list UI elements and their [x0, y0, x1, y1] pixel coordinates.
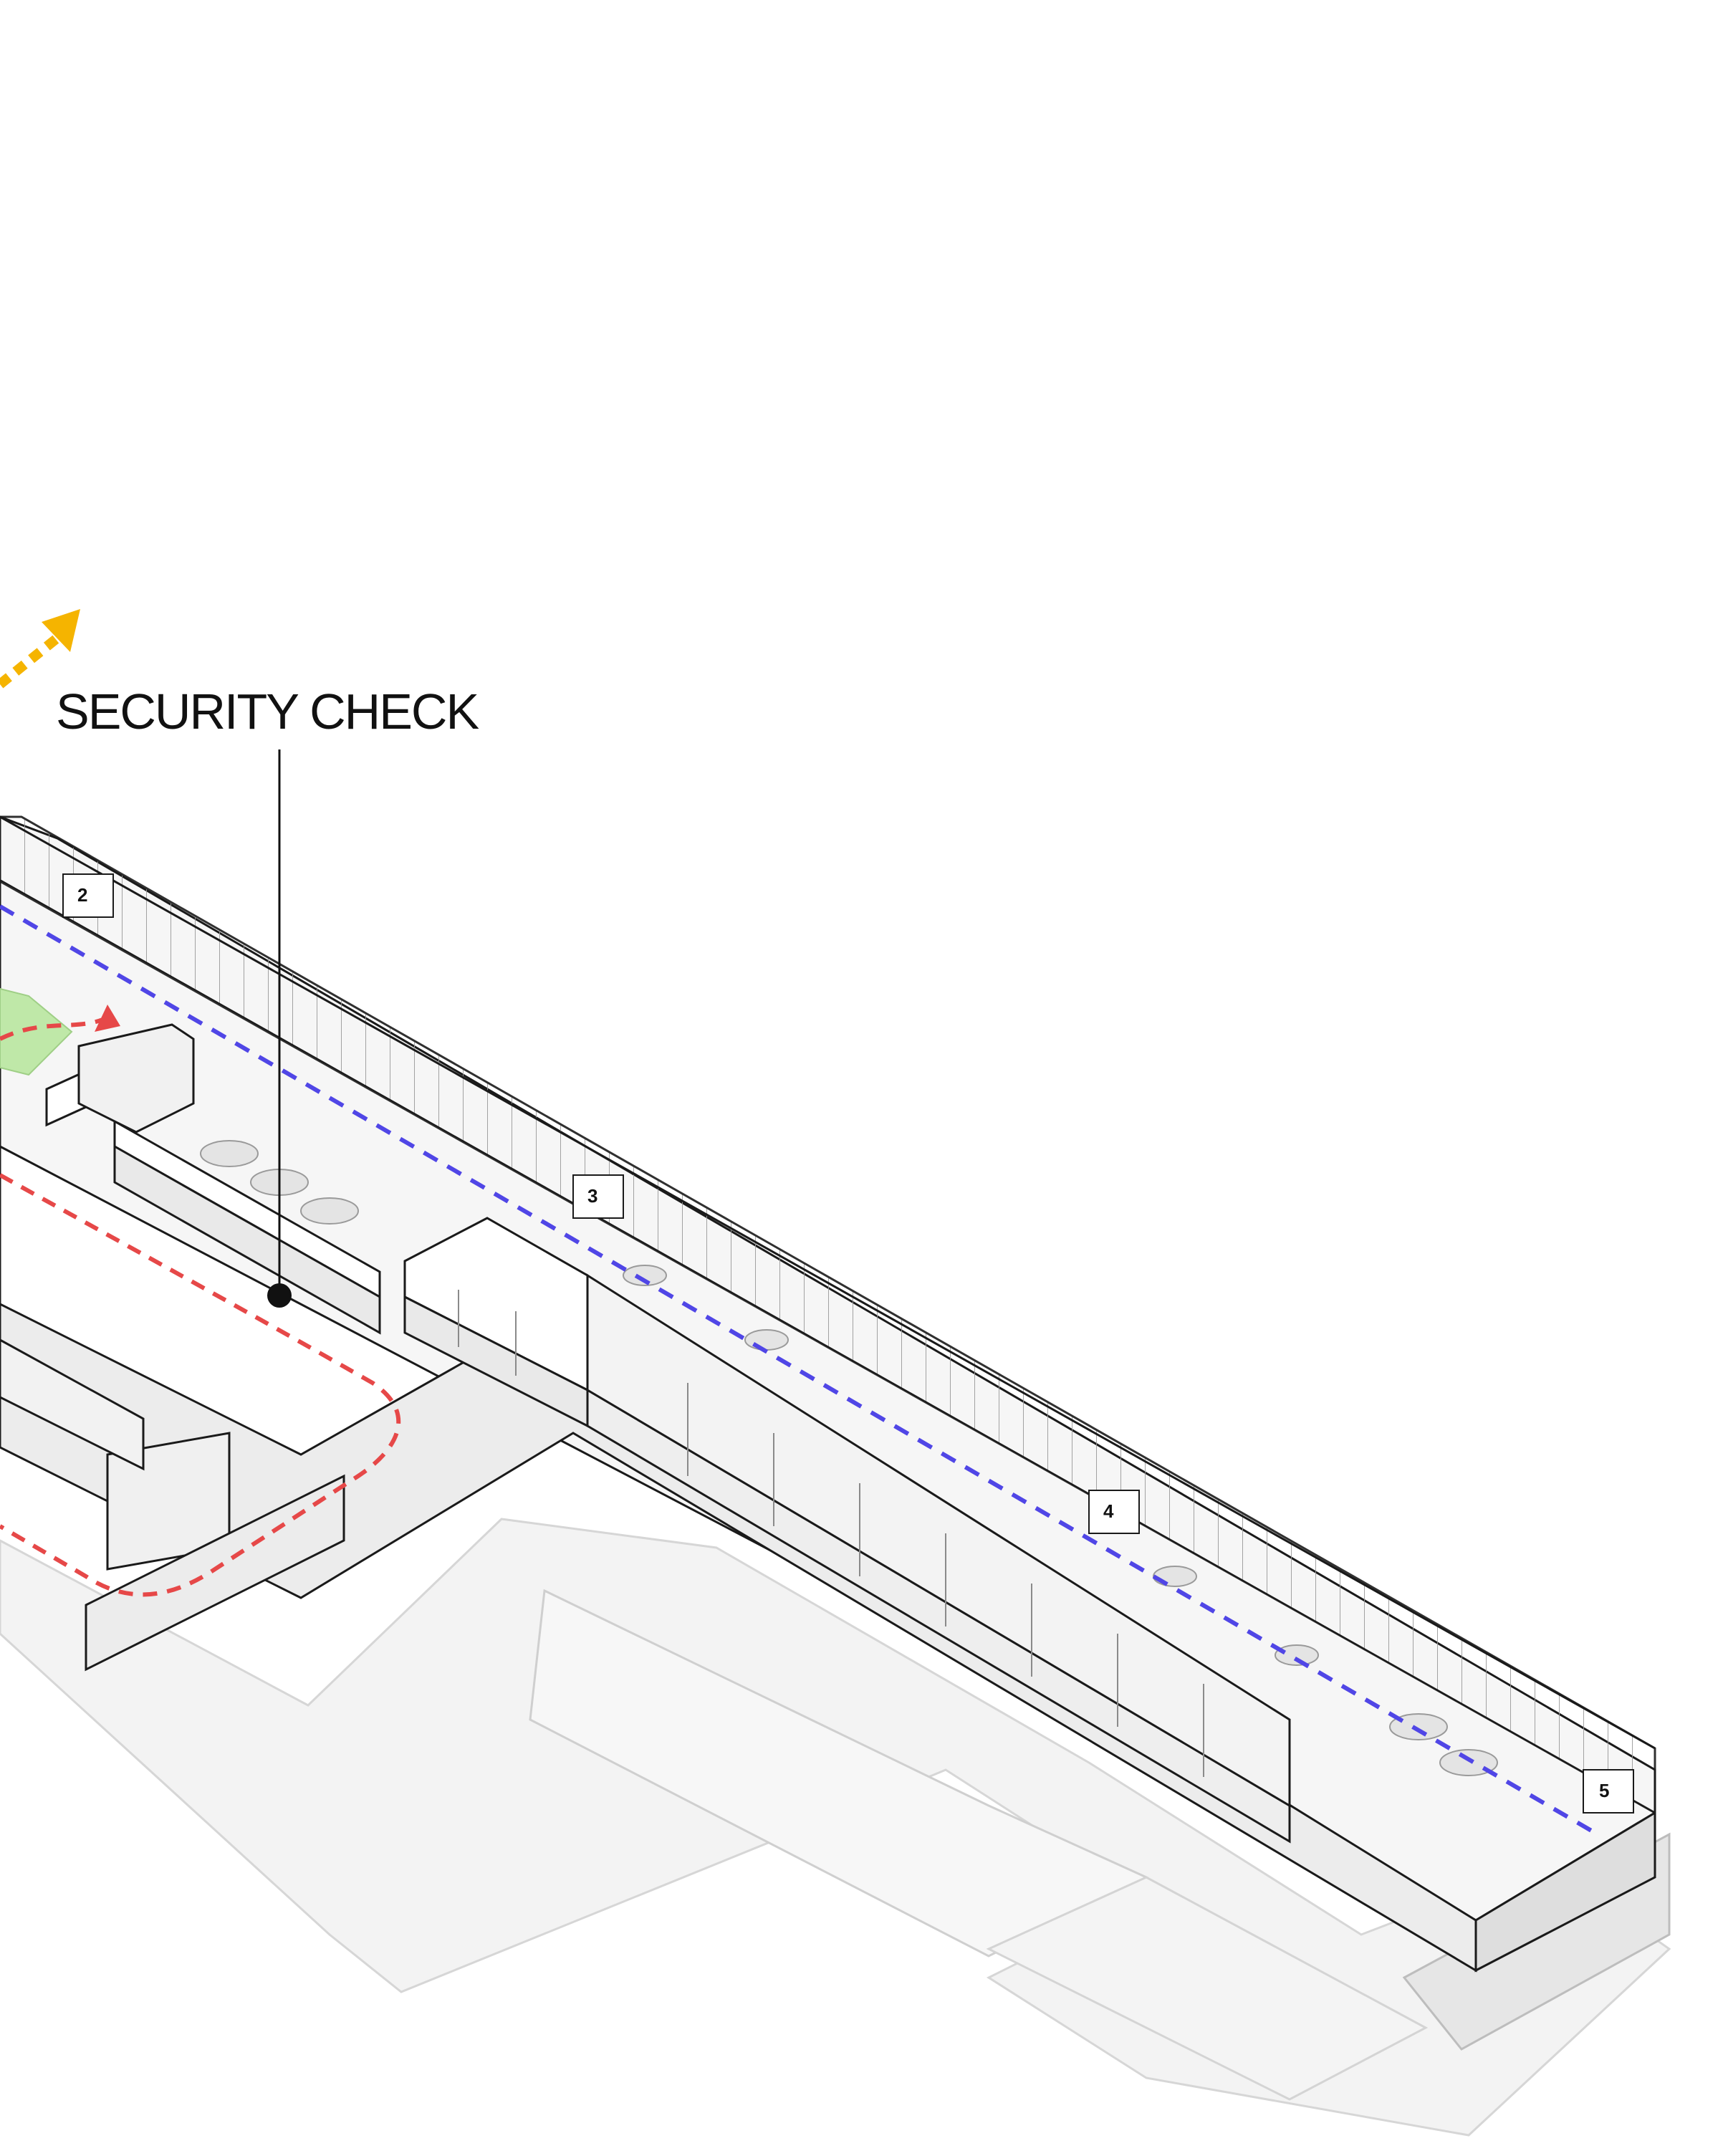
curtain-wall [0, 815, 1656, 1815]
gate-frames [62, 873, 1634, 1814]
core-rooms [0, 1023, 1291, 1844]
gate-number-3: 3 [587, 1185, 598, 1207]
arrow-up-right-icon [0, 609, 80, 689]
gate-number-4: 4 [1103, 1500, 1114, 1522]
security-path-return [0, 1015, 109, 1041]
security-path-arrowhead [95, 1005, 120, 1032]
landscape-patch [0, 987, 73, 1076]
apron-ground [0, 1518, 1671, 2137]
partition-lines [458, 1290, 1204, 1777]
seating-clusters [200, 1140, 1498, 1776]
departure-path [0, 904, 1599, 1836]
dot-icon [267, 1283, 292, 1308]
gate-number-5: 5 [1599, 1780, 1610, 1801]
security-path [0, 1173, 401, 1597]
gate-number-2: 2 [77, 884, 88, 906]
security-check-label: SECURITY CHECK [56, 684, 479, 739]
